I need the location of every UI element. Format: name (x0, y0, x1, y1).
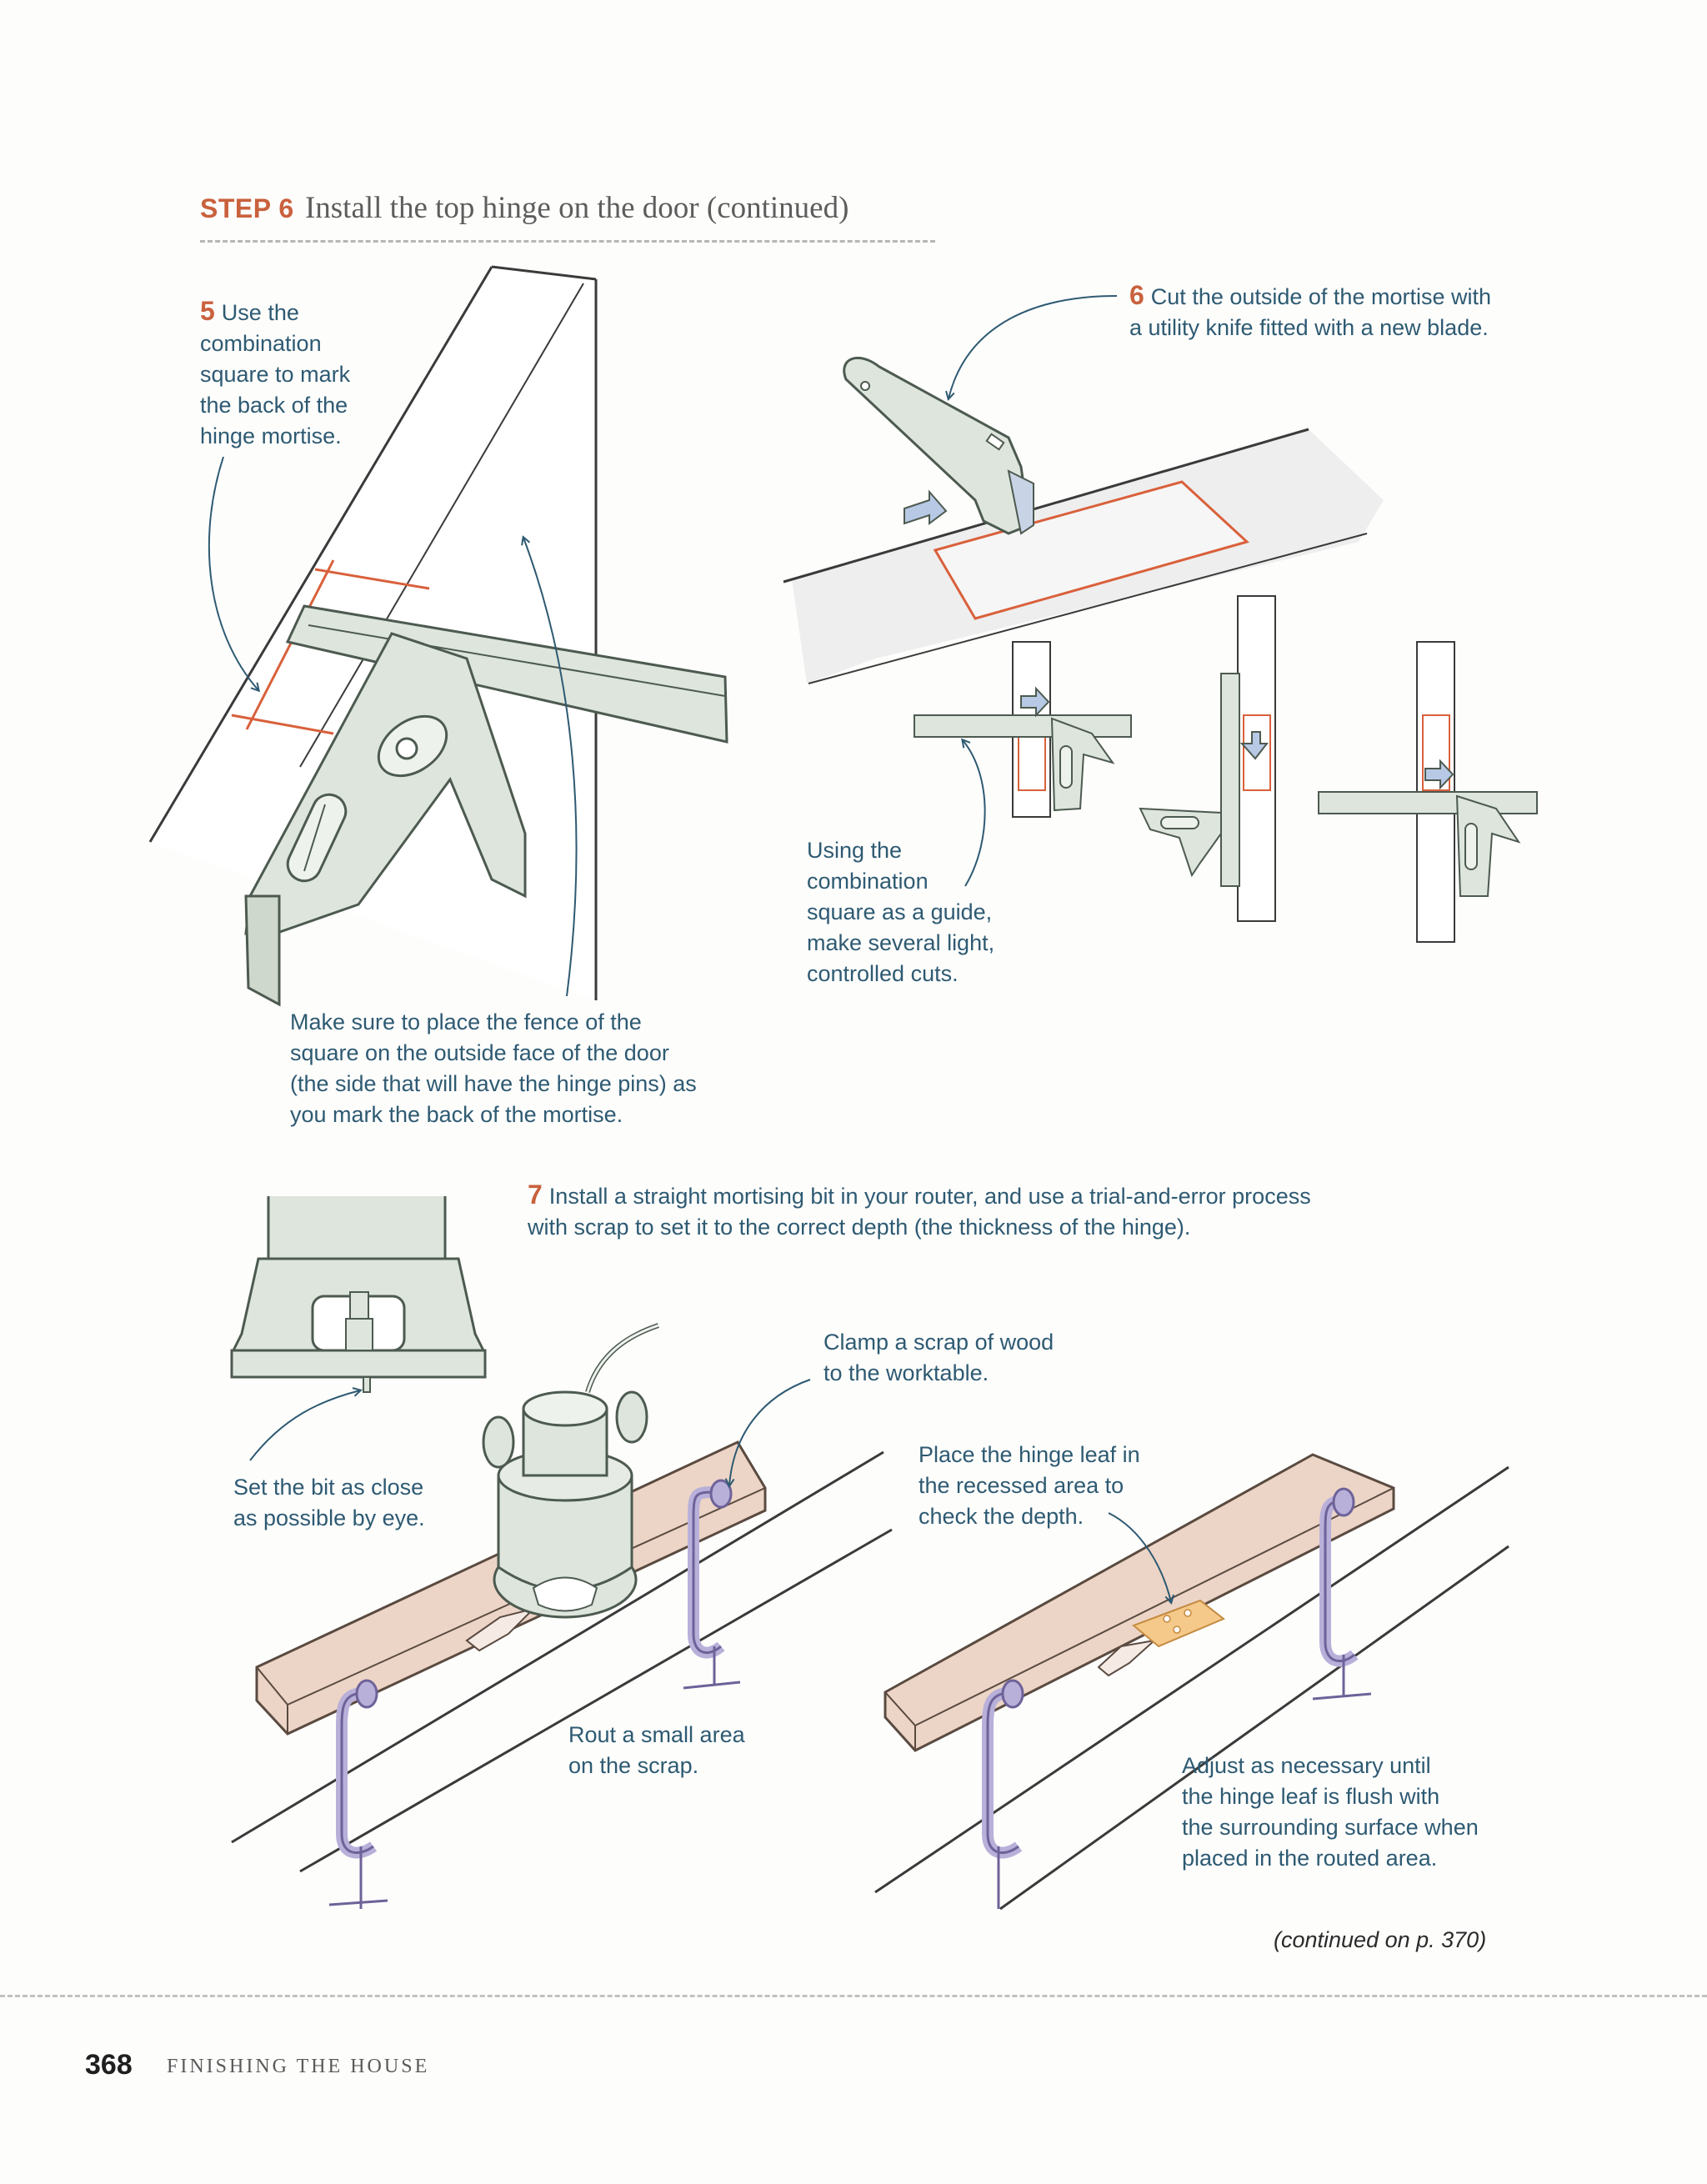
continued-note: (continued on p. 370) (1274, 1927, 1487, 1952)
leader-step6 (949, 295, 1118, 398)
leader-bit (249, 1390, 360, 1461)
leader-hinge (1108, 1512, 1171, 1602)
caption-bit-note: Set the bit as close as possible by eye. (233, 1475, 425, 1530)
leader-fence (523, 538, 578, 997)
caption-guide-note: Using the combination square as a guide,… (807, 838, 995, 986)
footer-divider (0, 1995, 1707, 1997)
router-icon (482, 1323, 659, 1619)
caption-fence-note: Make sure to place the fence of the squa… (290, 1009, 697, 1127)
caption-adjust-note: Adjust as necessary until the hinge leaf… (1182, 1753, 1479, 1871)
step6-number: 6 (1129, 280, 1144, 310)
clamp-icon (328, 1679, 388, 1909)
heading-divider (200, 240, 935, 243)
mortise-mark (231, 559, 430, 735)
clamp-icon (1312, 1487, 1372, 1701)
leader-clamp (729, 1379, 811, 1485)
router-base-illustration (230, 1196, 487, 1393)
step5-number: 5 (200, 296, 215, 326)
running-head: FINISHING THE HOUSE (167, 2056, 430, 2077)
hinge-leaf-icon (1132, 1599, 1225, 1648)
mortise-outline (933, 480, 1249, 620)
step-heading: STEP 6 Install the top hinge on the door… (200, 190, 934, 226)
caption-clamp-note: Clamp a scrap of wood to the worktable. (823, 1330, 1054, 1385)
hinge-worktable-illustration (874, 1453, 1509, 1911)
step-title: Install the top hinge on the door (conti… (304, 191, 849, 225)
door-top-knife-illustration (783, 356, 1384, 684)
leader-guide (963, 740, 986, 887)
step-label: STEP 6 (200, 193, 294, 223)
clamp-icon (982, 1679, 1024, 1909)
step7-number: 7 (528, 1180, 543, 1210)
leader-step5 (208, 456, 258, 690)
router-worktable-illustration (231, 1323, 893, 1909)
utility-knife-icon (843, 356, 1034, 535)
page-number: 368 (85, 2049, 133, 2081)
caption-rout-note: Rout a small area on the scrap. (568, 1722, 745, 1778)
caption-hinge-note: Place the hinge leaf in the recessed are… (919, 1442, 1140, 1529)
door-square-illustration (148, 265, 728, 1007)
direction-arrow-icon (904, 489, 948, 525)
cut-sequence-illustration (914, 595, 1538, 943)
